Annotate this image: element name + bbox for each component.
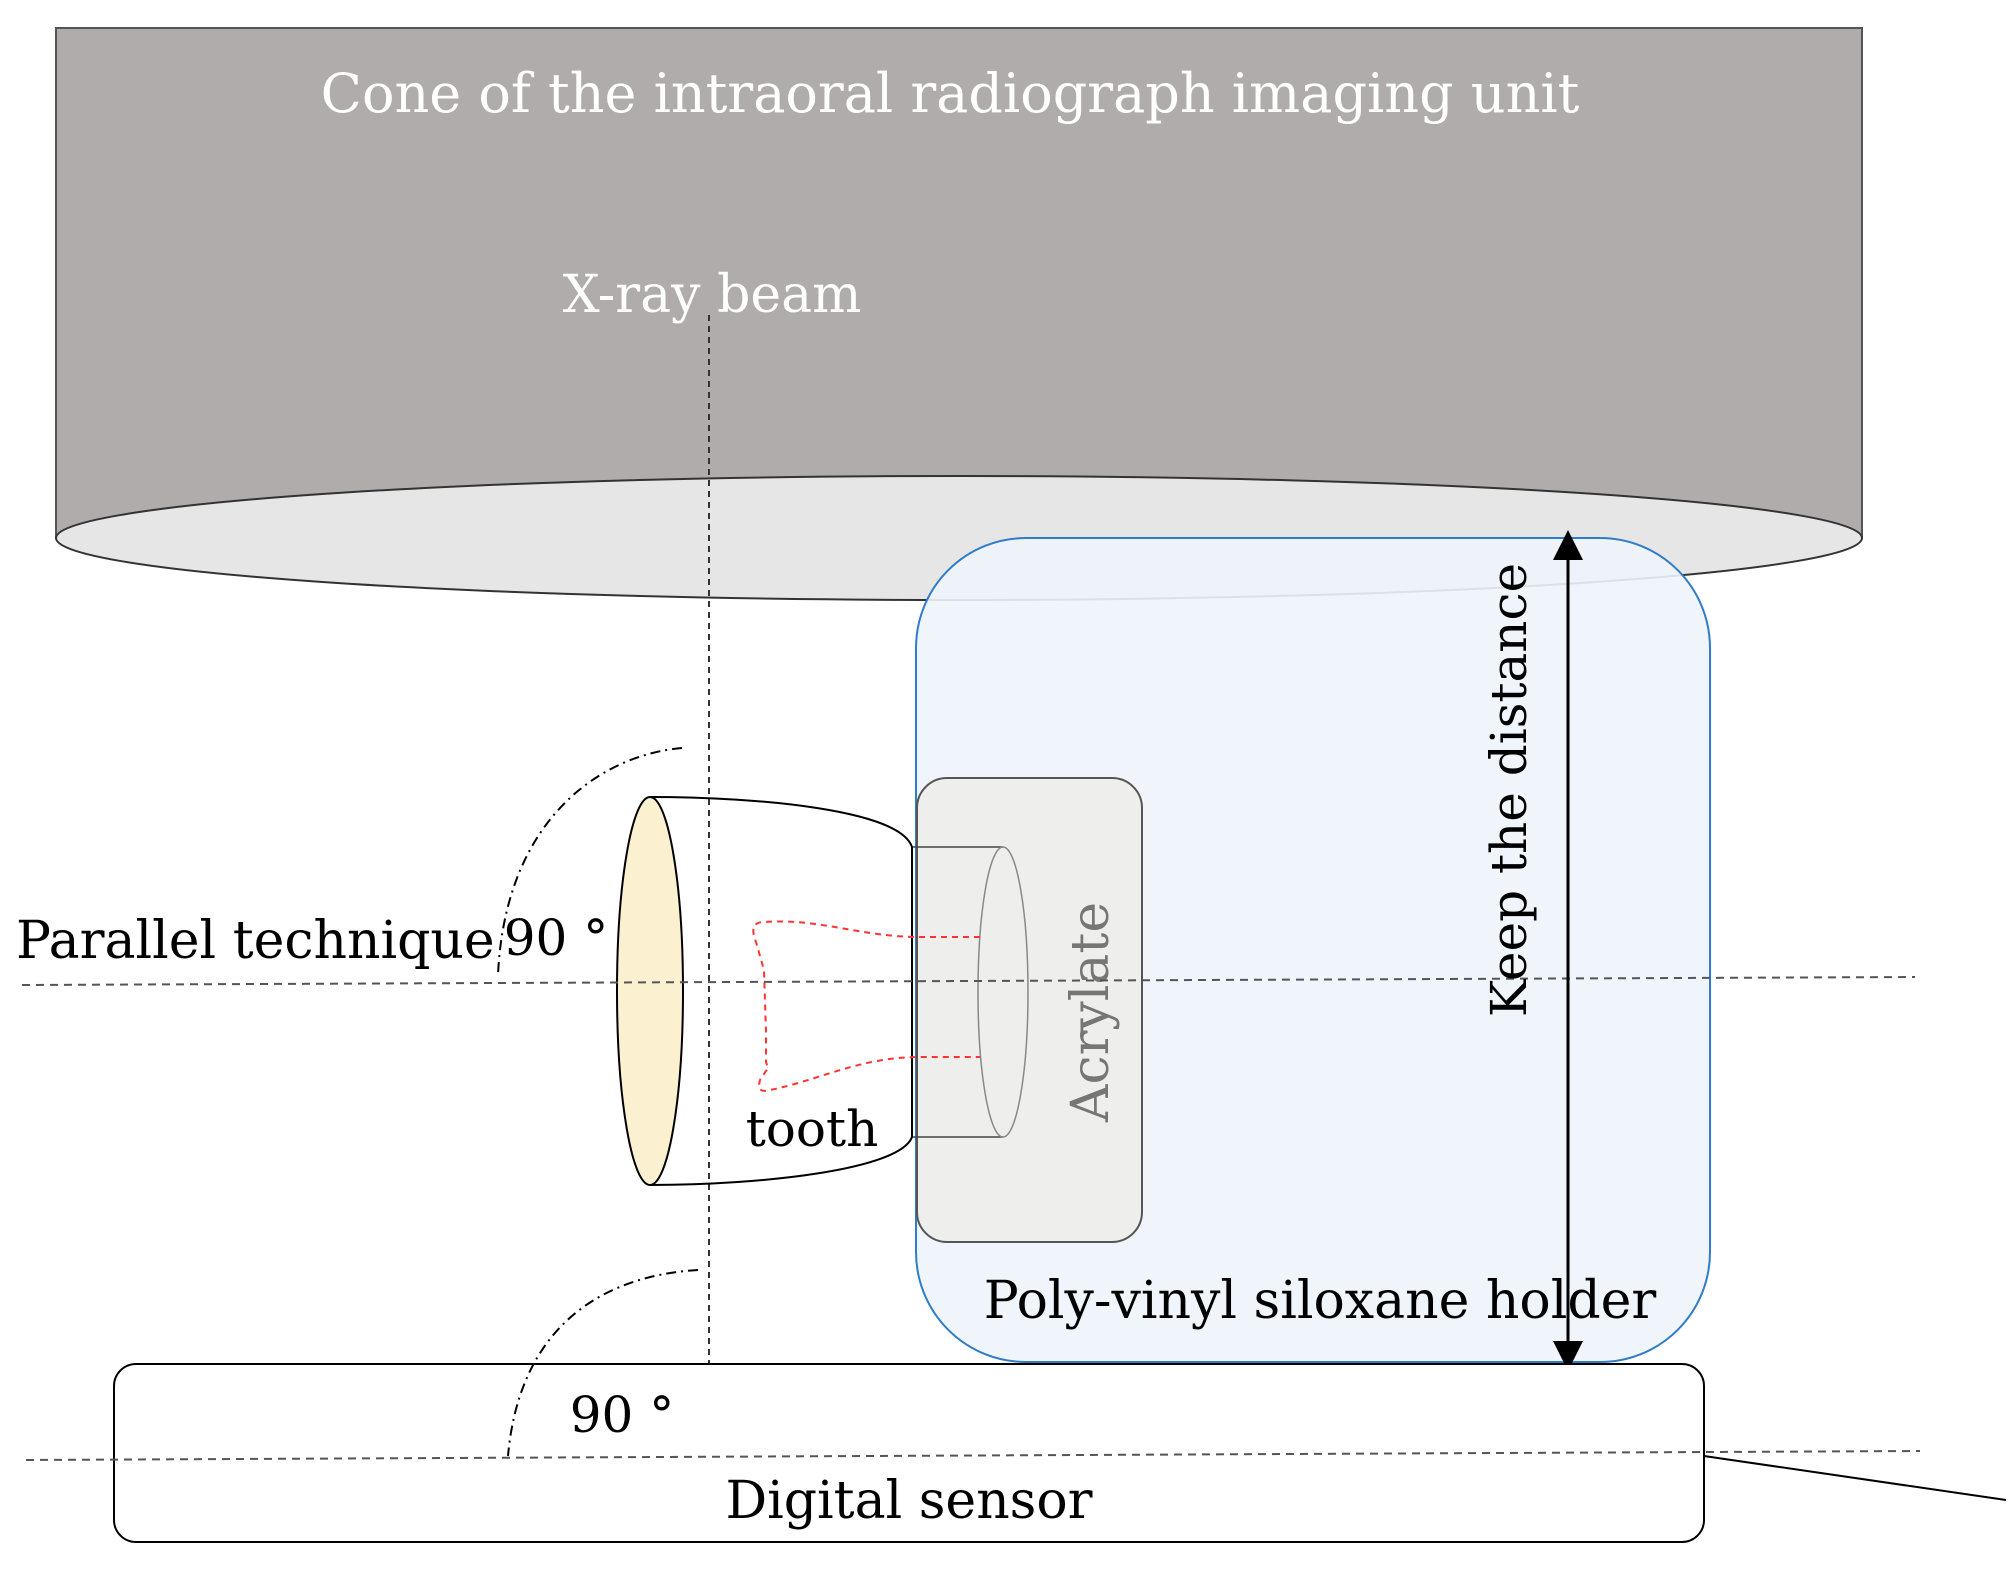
parallel-technique-label: Parallel technique [16, 911, 495, 971]
sensor-body [113, 1363, 1705, 1543]
acrylate-block: Acrylate [916, 777, 1143, 1243]
acrylate-body [916, 777, 1143, 1243]
sensor-label: Digital sensor [725, 1471, 1092, 1531]
sensor-plane-line [25, 1450, 1921, 1461]
holder-label: Poly-vinyl siloxane holder [984, 1271, 1657, 1331]
tooth-end-ellipse [977, 846, 1029, 1138]
cone-label: Cone of the intraoral radiograph imaging… [321, 62, 1580, 125]
tooth-body [649, 796, 913, 1186]
acrylate-label: Acrylate [1061, 902, 1121, 1123]
lower-angle-label: 90 ° [570, 1386, 675, 1444]
xray-beam-label: X-ray beam [563, 265, 862, 325]
digital-sensor: Digital sensor [113, 1363, 2007, 1543]
tooth-label: tooth [746, 1100, 879, 1158]
imaging-cone: Cone of the intraoral radiograph imaging… [55, 27, 1863, 601]
tooth-axis-line [21, 976, 1916, 986]
tooth-crown [616, 796, 684, 1186]
keep-distance-label: Keep the distance [1480, 563, 1538, 1017]
lower-angle-arc [507, 1269, 699, 1457]
upper-angle-arc [497, 747, 683, 976]
tooth: tooth [616, 796, 1029, 1186]
tooth-embedded-outline [912, 846, 1003, 1138]
upper-angle-label: 90 ° [504, 909, 609, 967]
sensor-cable [1703, 1455, 2007, 1501]
